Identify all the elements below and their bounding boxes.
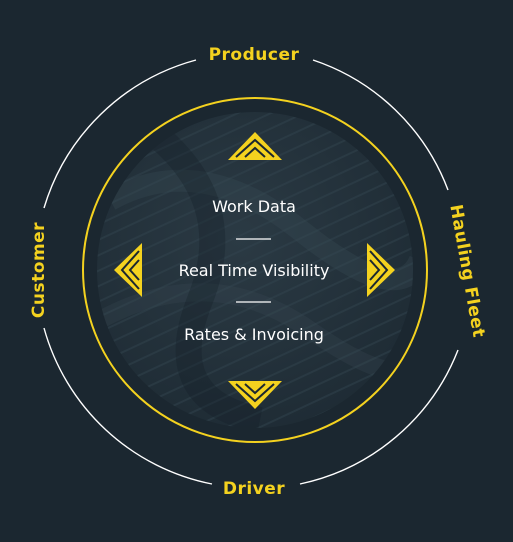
label-producer: Producer [209,45,300,65]
inner-item-work-data: Work Data [212,197,296,216]
inner-item-real-time-visibility: Real Time Visibility [179,261,330,280]
outer-ring-arc-bottom-left [43,327,213,485]
label-customer: Customer [29,222,49,318]
outer-ring-arc-top-right [312,59,449,191]
inner-circle [82,97,428,443]
label-driver: Driver [223,479,285,499]
inner-item-rates-invoicing: Rates & Invoicing [184,325,324,344]
chevron-down-icon [228,381,282,409]
outer-ring-arc-bottom-right [299,349,459,485]
outer-ring [43,59,459,485]
outer-ring-arc-top-left [43,59,197,209]
chevron-up-icon [228,132,282,160]
chevron-left-icon [114,243,142,297]
label-hauling-fleet: Hauling Fleet [445,203,488,339]
chevron-right-icon [367,243,395,297]
yellow-ring [82,97,428,443]
